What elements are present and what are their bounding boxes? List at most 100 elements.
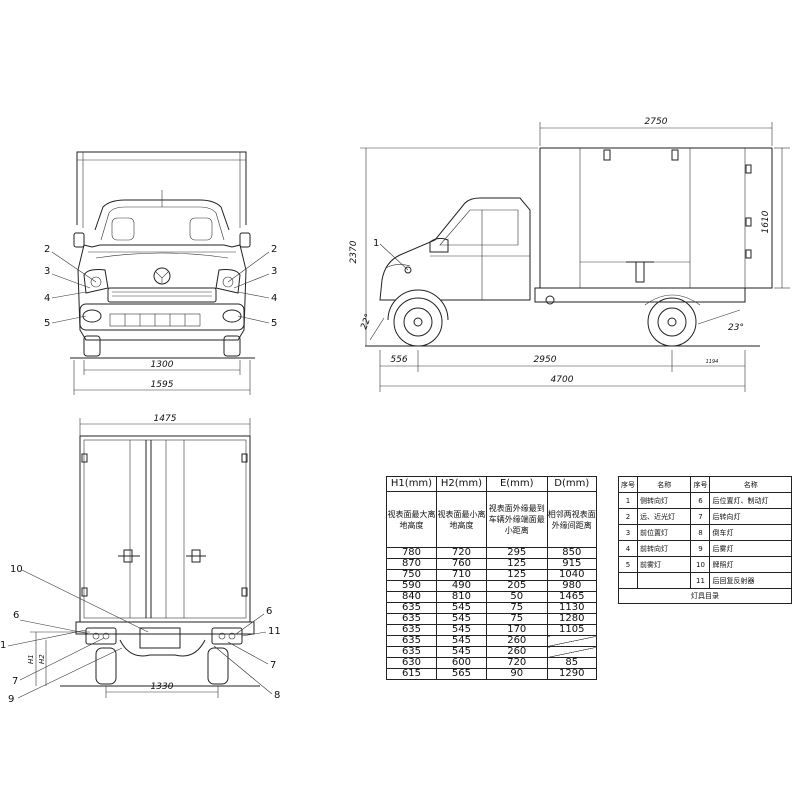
table-cell: 1105 — [546, 624, 598, 636]
table-cell: 630 — [386, 657, 437, 669]
callout: 5 — [44, 318, 50, 329]
table-cell: 260 — [485, 635, 548, 647]
table-cell: 后位置灯、制动灯 — [709, 492, 792, 509]
table-cell: 810 — [435, 591, 487, 603]
dim-box-length: 2750 — [645, 117, 668, 127]
table-cell: 295 — [485, 547, 548, 559]
header-cell: D(mm) — [546, 476, 598, 492]
table-cell: 前位置灯 — [636, 524, 692, 541]
table-cell: 1 — [618, 492, 638, 509]
side-view: 1 2750 1610 2370 22° 23° 556 2950 1194 4… — [349, 117, 790, 392]
table-cell: 1280 — [546, 613, 598, 625]
table-cell: 710 — [435, 569, 487, 581]
table-cell — [636, 572, 692, 589]
table-cell: 前转向灯 — [636, 540, 692, 557]
dim-front-width: 1595 — [151, 380, 174, 390]
table-cell: 5 — [618, 556, 638, 573]
table-cell: 850 — [546, 547, 598, 559]
callout: 4 — [44, 293, 50, 304]
rear-view: 1475 1330 — [0, 414, 281, 705]
table-cell: 10 — [690, 556, 711, 573]
description-cell: 视表面最大离地高度 — [386, 491, 437, 548]
header-cell: 名称 — [636, 476, 692, 493]
table-cell: 9 — [690, 540, 711, 557]
table-cell: 1290 — [546, 668, 598, 680]
table-cell: 635 — [386, 646, 437, 658]
table-cell: 545 — [435, 613, 487, 625]
callout: 10 — [10, 564, 23, 575]
table-cell: 75 — [485, 602, 548, 614]
dim-departure-angle: 23° — [728, 323, 744, 333]
table-cell: 615 — [386, 668, 437, 680]
table-cell: 牌照灯 — [709, 556, 792, 573]
table-caption: 灯具目录 — [618, 588, 792, 604]
table-cell: 545 — [435, 624, 487, 636]
table-cell: 1465 — [546, 591, 598, 603]
table-cell: 545 — [435, 635, 487, 647]
dim-wheelbase: 2950 — [534, 355, 557, 365]
table-cell: 1130 — [546, 602, 598, 614]
table-cell: 7 — [690, 508, 711, 525]
table-cell: 170 — [485, 624, 548, 636]
table-cell: 750 — [386, 569, 437, 581]
table-caption-row: 灯具目录 — [618, 588, 792, 604]
table-header-row: 序号 名称 序号 名称 — [618, 476, 792, 493]
header-cell: H1(mm) — [386, 476, 437, 492]
table-cell: 8 — [690, 524, 711, 541]
dim-front-overhang: 556 — [390, 355, 407, 365]
dim-approach-angle: 22° — [359, 313, 374, 331]
table-cell — [618, 572, 638, 589]
dim-h1: H1 — [27, 654, 35, 664]
header-cell: 序号 — [690, 476, 711, 493]
table-cell: 635 — [386, 602, 437, 614]
header-cell: 序号 — [618, 476, 638, 493]
dim-box-height: 1610 — [761, 210, 771, 233]
callout: 4 — [271, 293, 277, 304]
table-cell: 840 — [386, 591, 437, 603]
table-cell — [546, 646, 598, 658]
table-description-row: 视表面最大离地高度 视表面最小离地高度 视表面外缘最到车辆外缘端面最小距离 相邻… — [386, 491, 598, 548]
callout: 3 — [271, 266, 277, 277]
front-view: 2 3 4 5 2 3 4 5 1300 1595 — [44, 151, 277, 395]
dim-h2: H2 — [38, 654, 46, 664]
header-cell: E(mm) — [485, 476, 548, 492]
callout: 6 — [13, 610, 19, 621]
dim-front-track: 1300 — [151, 360, 174, 370]
table-header-row: H1(mm) H2(mm) E(mm) D(mm) — [386, 476, 598, 492]
callout: 3 — [44, 266, 50, 277]
table-cell: 565 — [435, 668, 487, 680]
table-cell: 后转向灯 — [709, 508, 792, 525]
dim-rear-overhang: 1194 — [706, 359, 719, 365]
header-cell: 名称 — [709, 476, 792, 493]
table-cell: 545 — [435, 602, 487, 614]
table-cell: 75 — [485, 613, 548, 625]
table-cell: 后回复反射器 — [709, 572, 792, 589]
callout: 6 — [266, 606, 272, 617]
table-cell: 125 — [485, 569, 548, 581]
table-cell: 980 — [546, 580, 598, 592]
header-cell: H2(mm) — [435, 476, 487, 492]
table-cell: 远、近光灯 — [636, 508, 692, 525]
callout: 5 — [271, 318, 277, 329]
table-cell: 915 — [546, 558, 598, 570]
table-cell: 125 — [485, 558, 548, 570]
table-cell: 545 — [435, 646, 487, 658]
callout: 7 — [270, 660, 276, 671]
dimension-table: H1(mm) H2(mm) E(mm) D(mm) 视表面最大离地高度 视表面最… — [386, 476, 598, 680]
table-cell: 260 — [485, 646, 548, 658]
table-cell: 3 — [618, 524, 638, 541]
